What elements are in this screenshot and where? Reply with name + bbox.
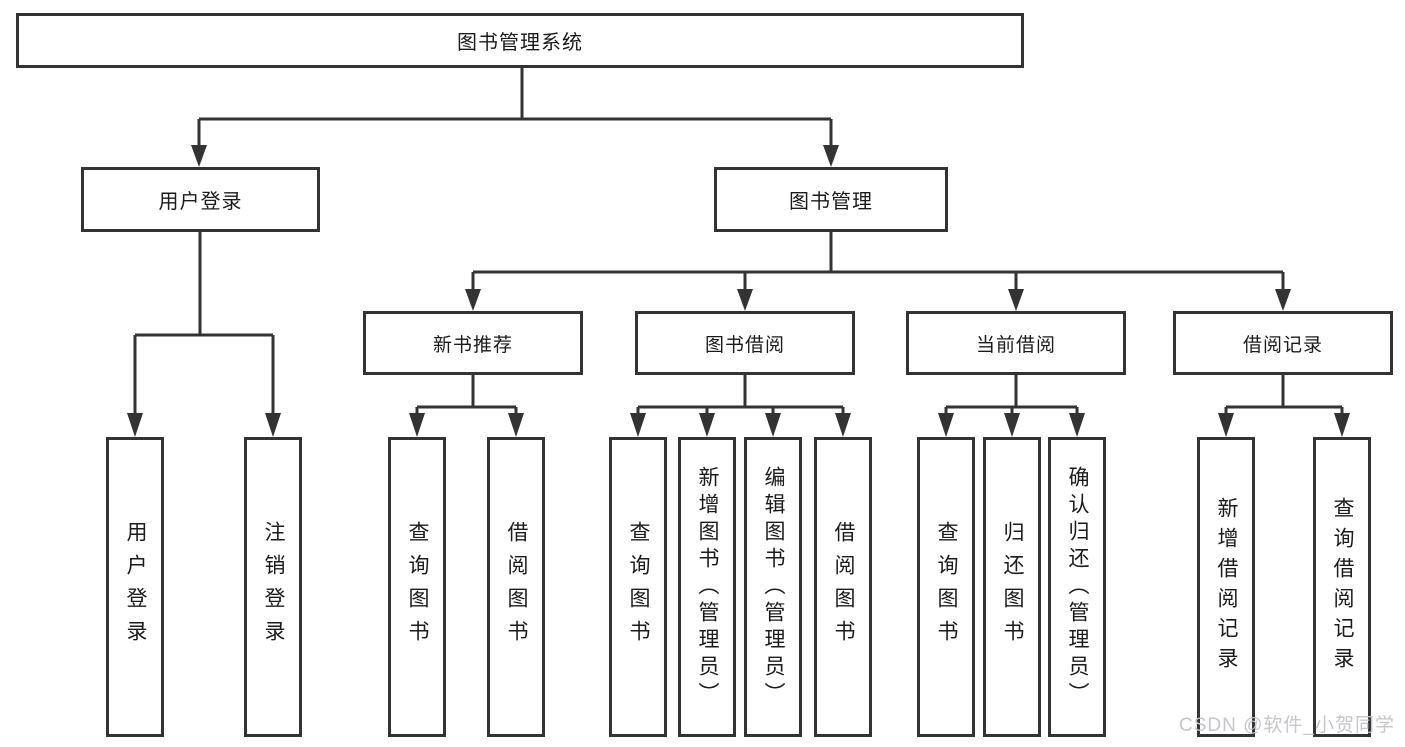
csdn-watermark: CSDN @软件_小贺同学 xyxy=(1179,715,1395,736)
leaf-logout: 注销登录 xyxy=(244,437,302,737)
arrowhead xyxy=(765,413,781,437)
connector-current-borrow-to-leaves xyxy=(938,375,1085,437)
leaf-query-book: 查询图书 xyxy=(917,437,975,737)
node-label: 当前借阅 xyxy=(975,334,1056,356)
node-label: 查询图书 xyxy=(406,521,429,653)
arrowhead xyxy=(465,289,481,311)
node-book-management: 图书管理 xyxy=(714,167,948,232)
leaf-borrow-book: 借阅图书 xyxy=(487,437,545,737)
leaf-query-borrow-record: 查询借阅记录 xyxy=(1313,437,1371,737)
leaf-query-book: 查询图书 xyxy=(609,437,667,737)
leaf-return-book: 归还图书 xyxy=(983,437,1041,737)
arrowhead xyxy=(823,145,839,167)
leaf-confirm-return-admin: 确认归还（管理员） xyxy=(1048,437,1106,737)
node-label: 新书推荐 xyxy=(432,334,513,356)
node-label: 新增图书（管理员） xyxy=(696,465,719,709)
arrowhead xyxy=(938,413,954,437)
connector-borrow-record-to-leaves xyxy=(1218,375,1350,437)
node-label: 查询图书 xyxy=(935,521,958,653)
arrowhead xyxy=(1218,413,1234,437)
node-library-management-system: 图书管理系统 xyxy=(16,13,1024,68)
node-label: 查询图书 xyxy=(627,521,650,653)
node-current-borrow: 当前借阅 xyxy=(906,311,1126,375)
arrowhead xyxy=(409,413,425,437)
leaf-user-login: 用户登录 xyxy=(106,437,164,737)
leaf-query-book: 查询图书 xyxy=(388,437,446,737)
arrowhead xyxy=(1069,413,1085,437)
node-label: 确认归还（管理员） xyxy=(1066,465,1089,709)
arrowhead xyxy=(630,413,646,437)
connector-new-book-to-leaves xyxy=(409,375,524,437)
connector-root-to-level2 xyxy=(191,68,839,167)
node-label: 新增借阅记录 xyxy=(1215,497,1238,677)
node-label: 借阅图书 xyxy=(505,521,528,653)
arrowhead xyxy=(191,145,207,167)
node-label: 借阅图书 xyxy=(832,521,855,653)
node-label: 查询借阅记录 xyxy=(1331,497,1354,677)
leaf-borrow-book: 借阅图书 xyxy=(814,437,872,737)
arrowhead xyxy=(1334,413,1350,437)
arrowhead xyxy=(835,413,851,437)
node-label: 编辑图书（管理员） xyxy=(762,465,785,709)
node-label: 注销登录 xyxy=(262,521,285,653)
node-borrow-record: 借阅记录 xyxy=(1173,311,1393,375)
leaf-edit-book-admin: 编辑图书（管理员） xyxy=(744,437,802,737)
arrowhead xyxy=(737,289,753,311)
node-label: 用户登录 xyxy=(158,191,243,213)
node-label: 图书管理系统 xyxy=(457,32,583,54)
node-user-login: 用户登录 xyxy=(81,167,320,232)
arrowhead xyxy=(1008,289,1024,311)
leaf-add-book-admin: 新增图书（管理员） xyxy=(678,437,736,737)
arrowhead xyxy=(699,413,715,437)
node-label: 归还图书 xyxy=(1001,521,1024,653)
node-label: 借阅记录 xyxy=(1242,334,1323,356)
connector-book-management-to-level3 xyxy=(465,232,1291,311)
node-book-borrow: 图书借阅 xyxy=(635,311,855,375)
node-label: 图书管理 xyxy=(789,191,873,213)
arrowhead xyxy=(1275,289,1291,311)
node-label: 用户登录 xyxy=(124,521,147,653)
arrowhead xyxy=(508,413,524,437)
connector-user-login-to-leaves xyxy=(127,232,281,437)
node-label: 图书借阅 xyxy=(704,334,785,356)
node-new-book-recommend: 新书推荐 xyxy=(363,311,583,375)
arrowhead xyxy=(127,413,143,437)
arrowhead xyxy=(1004,413,1020,437)
leaf-add-borrow-record: 新增借阅记录 xyxy=(1197,437,1255,737)
arrowhead xyxy=(265,413,281,437)
connector-book-borrow-to-leaves xyxy=(630,375,851,437)
